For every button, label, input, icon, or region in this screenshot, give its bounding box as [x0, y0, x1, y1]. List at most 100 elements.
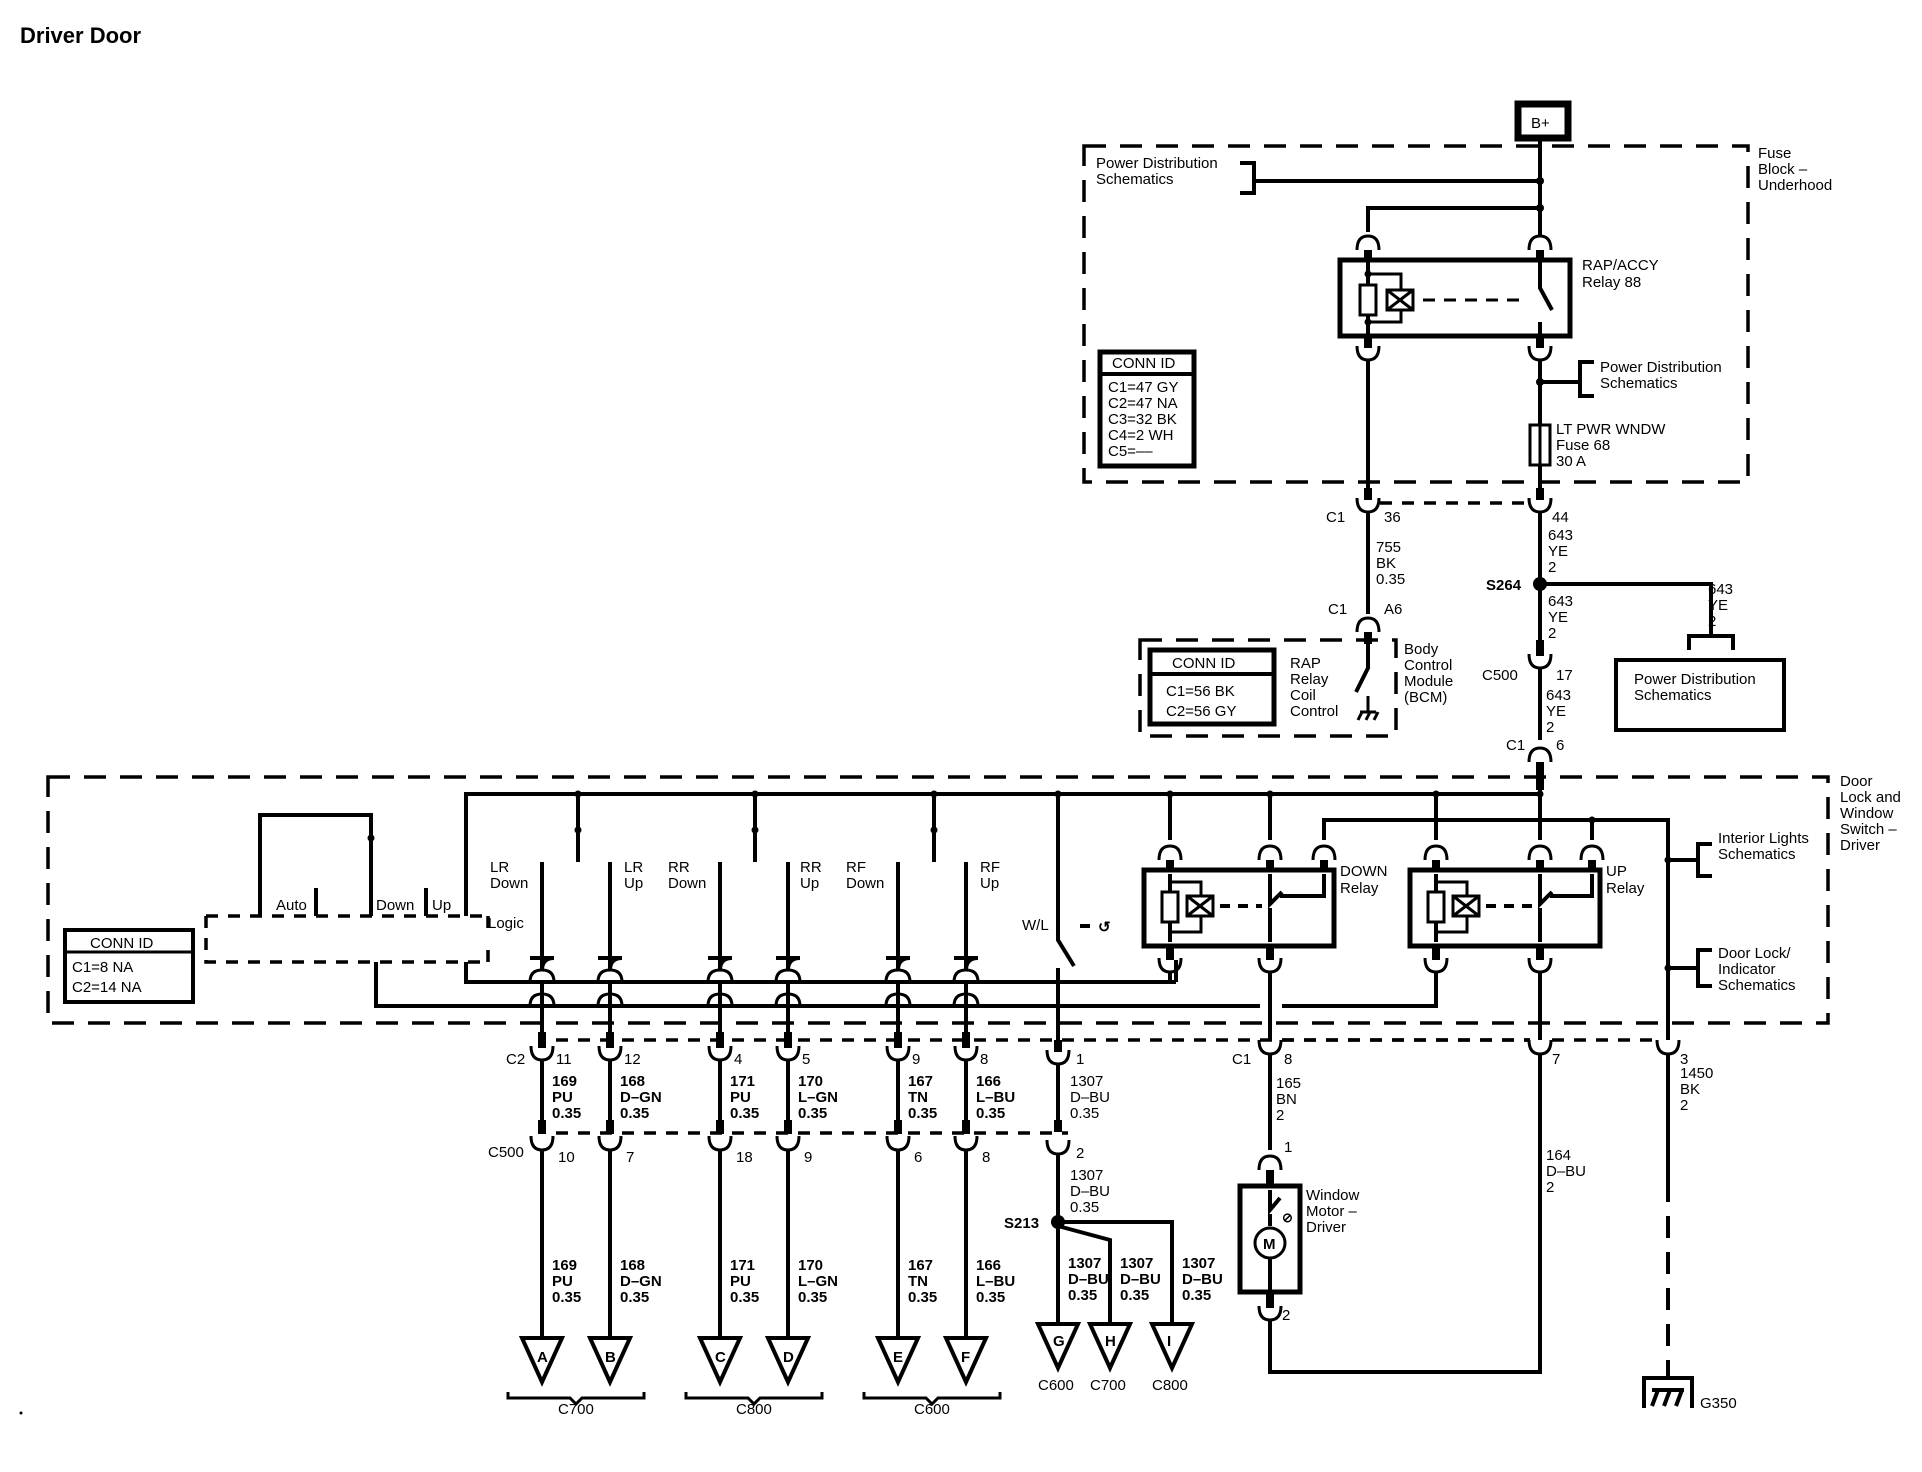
switch-label: Up: [980, 875, 999, 892]
connector-arrow-icon: [764, 1336, 812, 1387]
pin-label: 11: [556, 1051, 572, 1068]
switch-module-label: Driver: [1840, 837, 1880, 854]
pin-label: 17: [1556, 667, 1573, 684]
c500-connector-pin: [775, 1134, 801, 1152]
switch-wire: [527, 862, 555, 971]
down-relay-label: DOWN: [1340, 863, 1388, 880]
switch-label: Down: [668, 875, 706, 892]
up-label: Up: [432, 897, 451, 914]
c2-connector-pin: [707, 1044, 733, 1062]
wire-color: BK: [1376, 555, 1396, 572]
c2-connector-pin: [953, 1044, 979, 1062]
switch-label: RF: [980, 859, 1000, 876]
wire-gauge: 0.35: [1070, 1199, 1099, 1216]
wire-label: 1307: [1182, 1255, 1215, 1272]
wire-label: D–BU: [1182, 1271, 1223, 1288]
wire-circuit: 755: [1376, 539, 1401, 556]
wire-gauge: 2: [1680, 1097, 1688, 1114]
wire-label: 171: [730, 1257, 755, 1274]
conn-id-row: C3=32 BK: [1108, 411, 1177, 428]
conn-id-row: C2=56 GY: [1166, 703, 1236, 720]
arrow-conn-label: C600: [1038, 1377, 1074, 1394]
rap-relay-label-2: Relay 88: [1582, 274, 1641, 291]
wire-hop: [528, 992, 556, 1007]
wire-label: TN: [908, 1273, 928, 1290]
splice-label: S213: [1004, 1215, 1039, 1232]
pin-label: 9: [912, 1051, 920, 1068]
pin-label: 1: [1076, 1051, 1084, 1068]
wire-gauge: 0.35: [1376, 571, 1405, 588]
bcm-function: Coil: [1290, 687, 1316, 704]
wire-label: 0.35: [908, 1105, 937, 1122]
logic-label: Logic: [488, 915, 524, 932]
wire-label: 0.35: [1182, 1287, 1211, 1304]
arrow-letter: H: [1105, 1333, 1116, 1350]
bcm-label: Module: [1404, 673, 1453, 690]
wire-hop: [884, 992, 912, 1007]
switch-output-wires: [527, 862, 980, 1040]
wire-label: D–BU: [1068, 1271, 1109, 1288]
wl-actuator-icon: ↺: [1098, 919, 1111, 936]
pin-label: 5: [802, 1051, 810, 1068]
wire-label: PU: [552, 1273, 573, 1290]
conn-id-row: C1=56 BK: [1166, 683, 1235, 700]
splice-label: S264: [1486, 577, 1522, 594]
wire-label: 0.35: [798, 1105, 827, 1122]
pd-box-label: Schematics: [1634, 687, 1712, 704]
wire-circuit: 643: [1708, 581, 1733, 598]
wire-label: L–GN: [798, 1273, 838, 1290]
pin-label: 12: [624, 1051, 641, 1068]
conn-id-row: C2=14 NA: [72, 979, 142, 996]
wire-color: YE: [1708, 597, 1728, 614]
arrow-letter: G: [1053, 1333, 1065, 1350]
arrow-letter: F: [961, 1349, 970, 1366]
bcm-function: Relay: [1290, 671, 1329, 688]
arrow-letter: D: [783, 1349, 794, 1366]
pd-schematics-box: [1614, 658, 1786, 732]
group-label: C800: [736, 1401, 772, 1418]
wire-color: YE: [1548, 543, 1568, 560]
c500-connector-pin: [885, 1134, 911, 1152]
switch-label: RR: [800, 859, 822, 876]
pin-label: 7: [1552, 1051, 1560, 1068]
switch-module-label: Switch –: [1840, 821, 1897, 838]
wire-color: BN: [1276, 1091, 1297, 1108]
pin-label: 9: [804, 1149, 812, 1166]
b-plus-source: B+: [1514, 100, 1572, 142]
wire-circuit: 1450: [1680, 1065, 1713, 1082]
interior-lights-ref: Interior Lights: [1718, 830, 1809, 847]
bcm-label: (BCM): [1404, 689, 1447, 706]
connector-arrow-icon: [874, 1336, 922, 1387]
pd-ref-top-1: Power Distribution: [1096, 155, 1218, 172]
wire-label: D–GN: [620, 1273, 662, 1290]
c1-label-left: C1: [1326, 509, 1345, 526]
pd-ref-mid-2: Schematics: [1600, 375, 1678, 392]
switch-label: Down: [846, 875, 884, 892]
wire-color: D–BU: [1070, 1089, 1110, 1106]
wire-label: 0.35: [1120, 1287, 1149, 1304]
wire-label: L–BU: [976, 1089, 1015, 1106]
switch-wire: [773, 862, 801, 971]
c500-connector-pin: [597, 1134, 623, 1152]
wire-gauge: 2: [1548, 559, 1556, 576]
bcm-label: Control: [1404, 657, 1452, 674]
window-switch-columns: [574, 790, 1076, 1040]
switch-label: RR: [668, 859, 690, 876]
connector-arrow-icon: [696, 1336, 744, 1387]
wire-hop: [884, 968, 912, 983]
fuse-block-outline: [1082, 144, 1750, 484]
bcm-pin-label: A6: [1384, 601, 1402, 618]
wire-hop: [952, 968, 980, 983]
c1-label: C1: [1232, 1051, 1251, 1068]
wire-label: D–GN: [620, 1089, 662, 1106]
lt-pwr-wndw-fuse: [1528, 423, 1552, 467]
down-relay-label: Relay: [1340, 880, 1379, 897]
wire-label: 166: [976, 1257, 1001, 1274]
connector-arrow-icon: [1086, 1322, 1134, 1373]
wire-label: TN: [908, 1089, 928, 1106]
up-relay-label: Relay: [1606, 880, 1645, 897]
c2-connector-pin: [597, 1044, 623, 1062]
interior-lights-ref: Schematics: [1718, 846, 1796, 863]
pin-label: 3: [1680, 1051, 1688, 1068]
